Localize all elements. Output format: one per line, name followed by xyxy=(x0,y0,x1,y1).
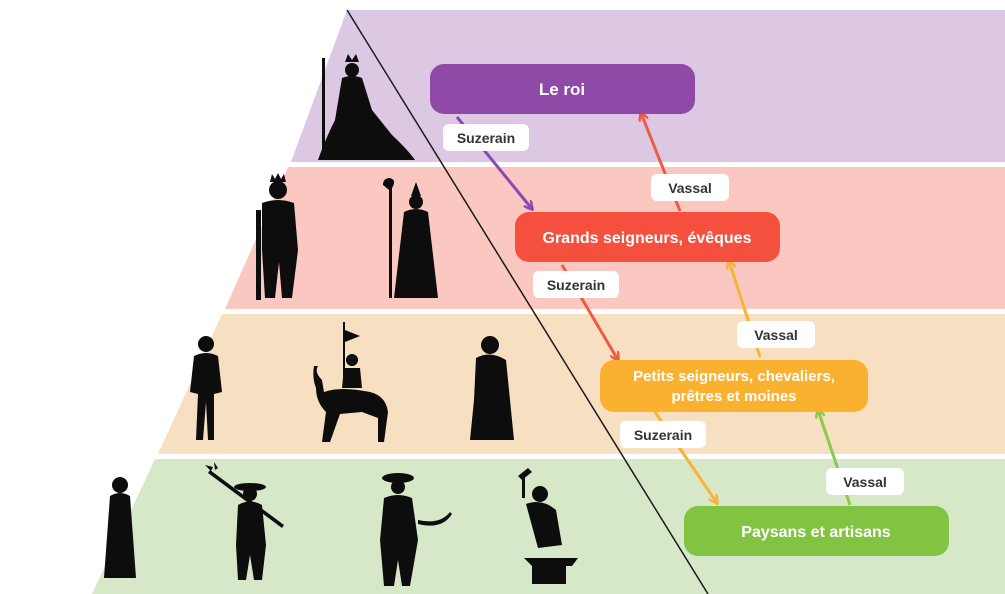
blacksmith-icon xyxy=(518,468,578,584)
tag-vassal-1-label: Vassal xyxy=(668,180,712,196)
tag-suzerain-2-label: Suzerain xyxy=(547,277,605,293)
tag-suzerain-2: Suzerain xyxy=(533,271,619,298)
king-icon xyxy=(318,54,415,160)
level-box-roi: Le roi xyxy=(430,64,695,114)
tag-suzerain-1-label: Suzerain xyxy=(457,130,515,146)
tag-vassal-2: Vassal xyxy=(737,321,815,348)
level-box-paysans: Paysans et artisans xyxy=(684,506,949,556)
level-box-grands: Grands seigneurs, évêques xyxy=(515,212,780,262)
mounted-knight-icon xyxy=(313,322,388,442)
tag-vassal-2-label: Vassal xyxy=(754,327,798,343)
armored-lord-icon xyxy=(256,173,298,300)
hunter-with-bow-icon xyxy=(380,473,452,586)
knight-icon xyxy=(190,336,222,440)
level-label-paysans: Paysans et artisans xyxy=(741,524,891,541)
peasant-woman-icon xyxy=(104,477,136,578)
farmer-with-pitchfork-icon xyxy=(205,462,284,580)
bishop-icon xyxy=(383,178,438,298)
tag-vassal-3-label: Vassal xyxy=(843,474,887,490)
tag-vassal-3: Vassal xyxy=(826,468,904,495)
pyramid-divider-line xyxy=(346,9,709,594)
monk-icon xyxy=(470,336,514,440)
level-label-roi: Le roi xyxy=(539,80,585,99)
band-lesser-lords xyxy=(158,314,1005,454)
tag-suzerain-1: Suzerain xyxy=(443,124,529,151)
tag-suzerain-3-label: Suzerain xyxy=(634,427,692,443)
level-box-petits: Petits seigneurs, chevaliers, prêtres et… xyxy=(600,360,868,412)
tag-vassal-1: Vassal xyxy=(651,174,729,201)
level-label-petits-line1: Petits seigneurs, chevaliers, xyxy=(633,368,835,385)
tag-suzerain-3: Suzerain xyxy=(620,421,706,448)
level-label-grands: Grands seigneurs, évêques xyxy=(543,230,752,247)
level-label-petits-line2: prêtres et moines xyxy=(671,388,796,405)
